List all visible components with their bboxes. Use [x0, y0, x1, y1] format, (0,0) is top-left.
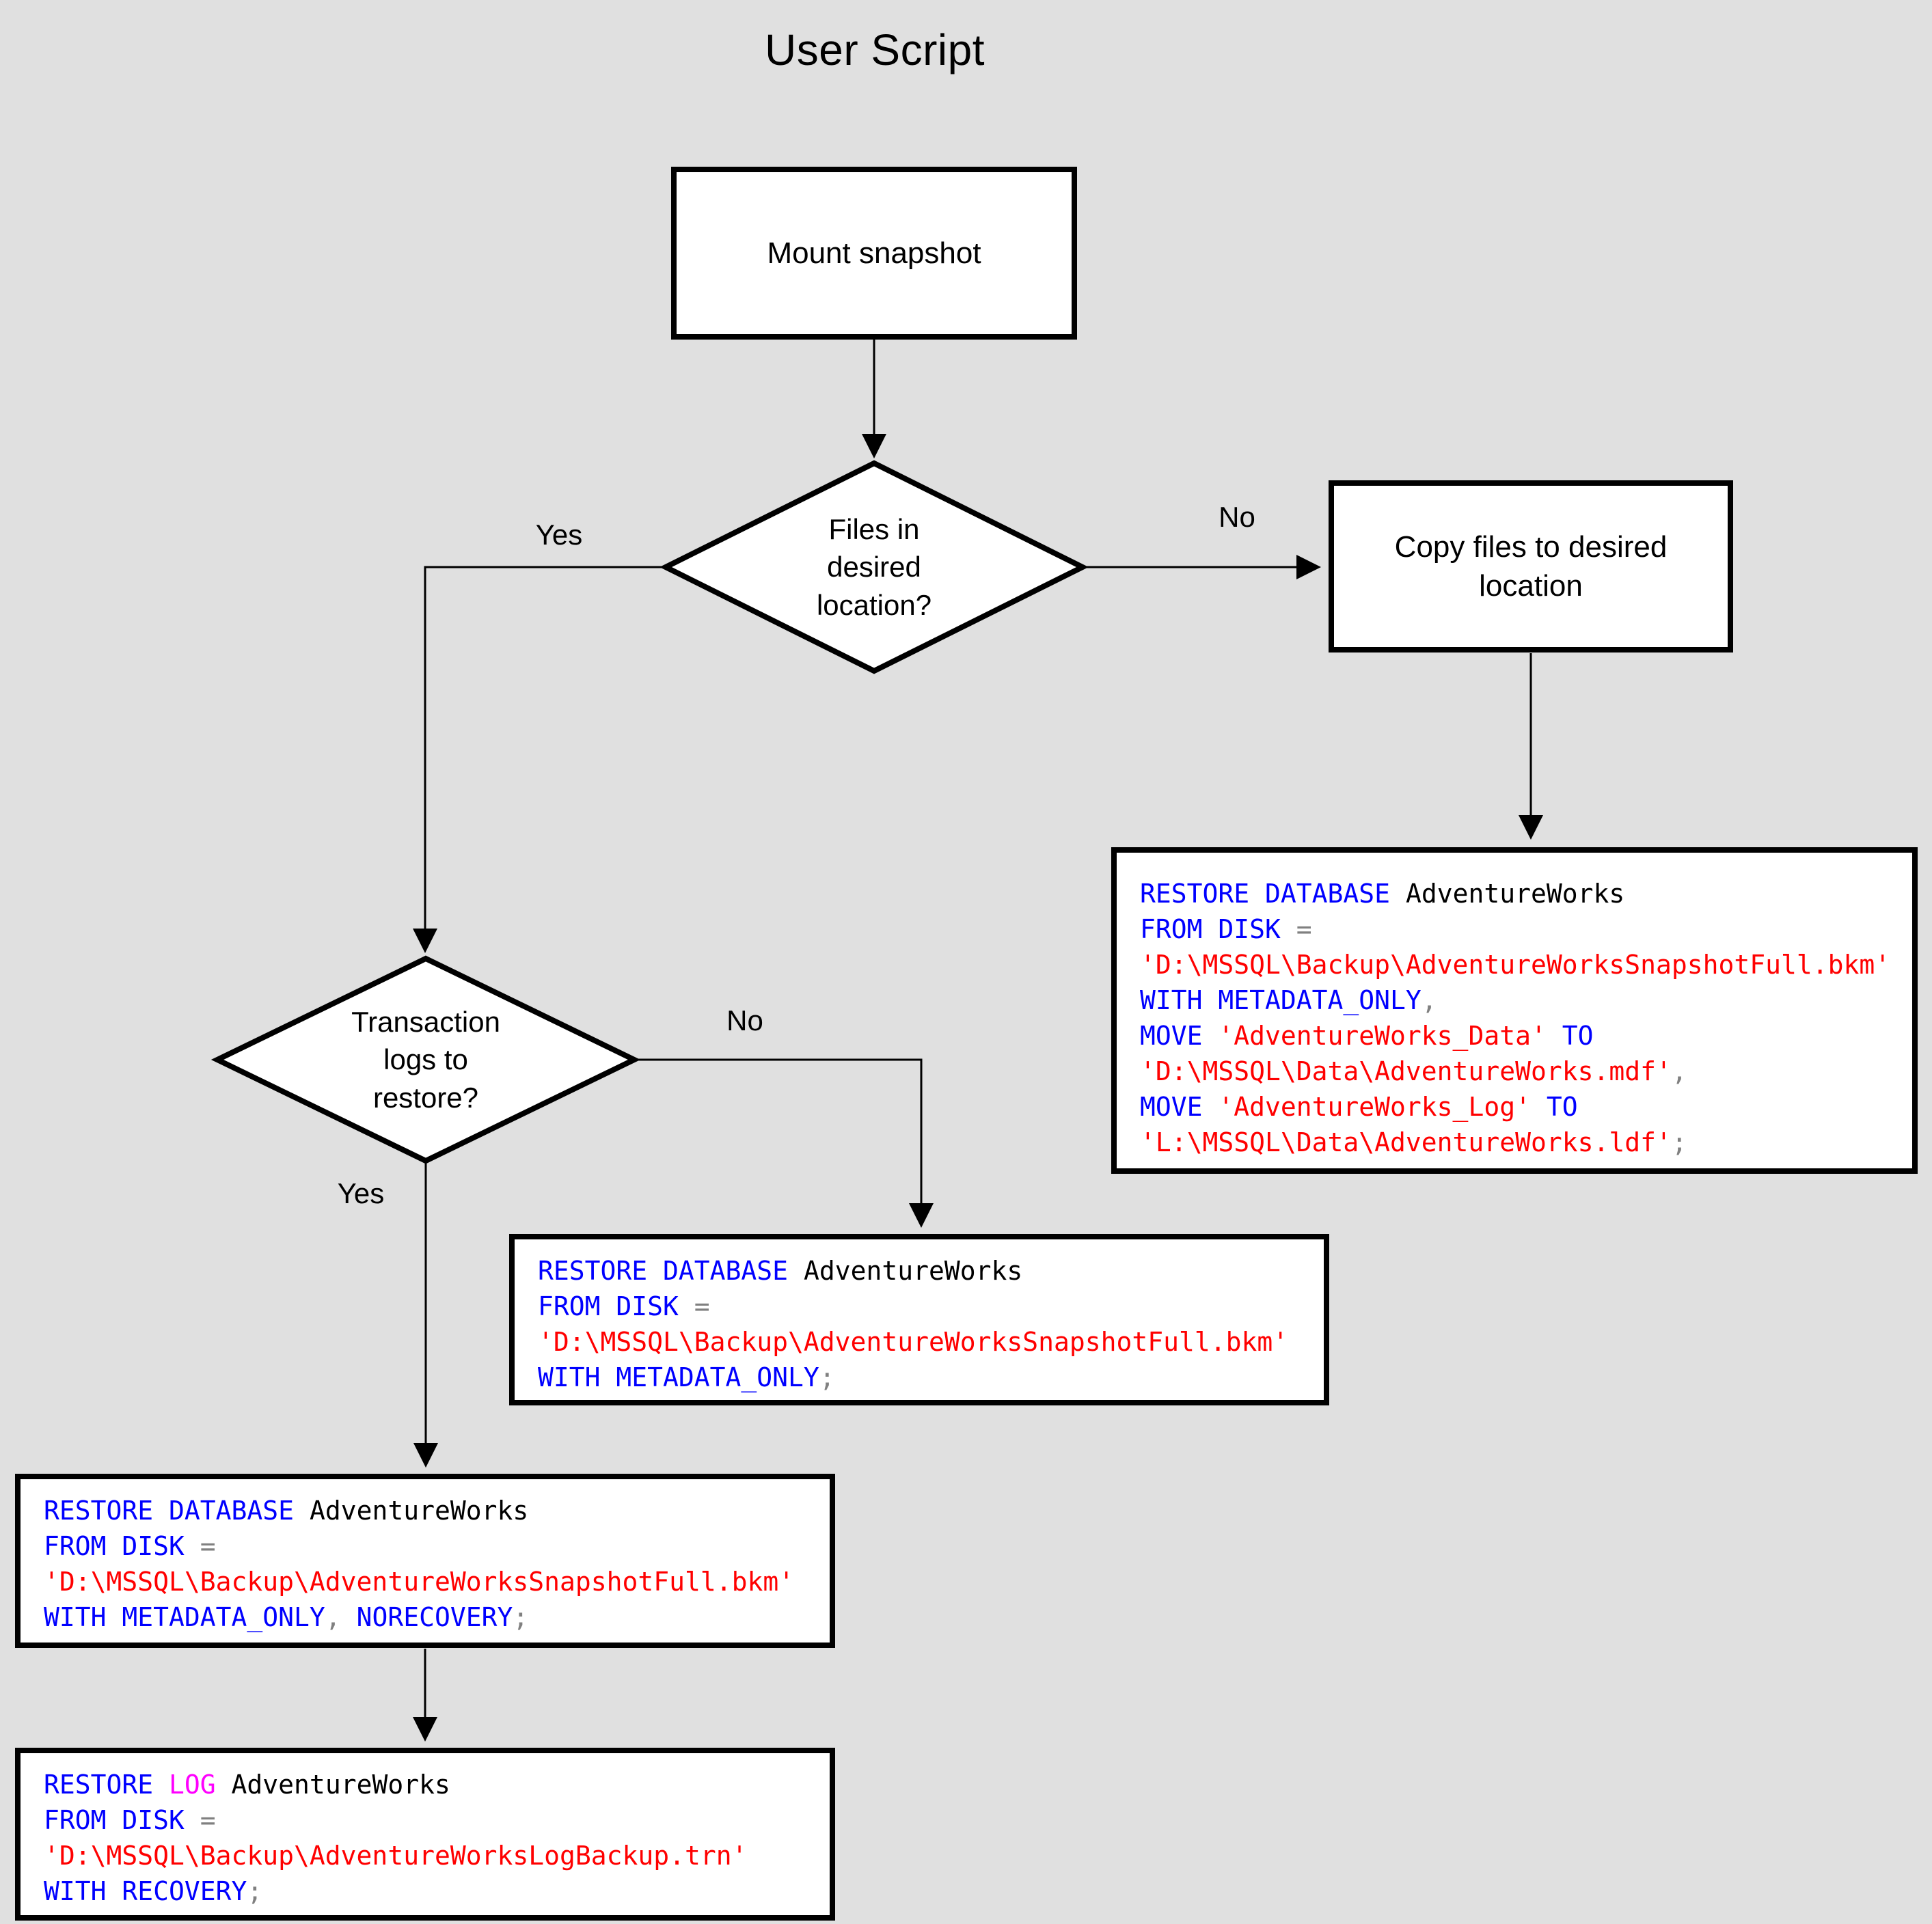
code-token-keyword: TO [1530, 1092, 1578, 1122]
code-token-keyword: WITH RECOVERY [44, 1876, 247, 1906]
edge-label-files-yes: Yes [535, 519, 583, 551]
code-token-keyword: MOVE [1140, 1092, 1219, 1122]
code-line: WITH METADATA_ONLY; [538, 1360, 1324, 1395]
node-copy-files-line2: location [1479, 569, 1583, 603]
page-title: User Script [765, 25, 985, 74]
code-token-keyword: FROM DISK [538, 1291, 694, 1321]
code-token-operator: = [694, 1291, 710, 1321]
code-token-identifier: AdventureWorks [231, 1770, 450, 1800]
code-token-operator: ; [819, 1362, 835, 1392]
code-token-string: 'AdventureWorks_Data' [1218, 1021, 1547, 1051]
decision-files-line3: location? [816, 588, 932, 621]
node-copy-files: Copy files to desired location [1329, 480, 1733, 652]
code-token-keyword: RESTORE DATABASE [44, 1496, 310, 1526]
code-token-operator: , [1421, 985, 1437, 1015]
decision-logs-line2: logs to [383, 1043, 468, 1076]
edge-logs-no [634, 1058, 934, 1228]
code-token-identifier: AdventureWorks [1405, 879, 1625, 909]
decision-logs-line1: Transaction [351, 1005, 500, 1038]
code-token-operator: = [200, 1531, 216, 1561]
code-line: FROM DISK = [1140, 911, 1912, 947]
code-token-keyword: WITH METADATA_ONLY [1140, 985, 1421, 1015]
decision-files-location-label: Files in desired location? [737, 504, 1011, 630]
decision-logs-line3: restore? [372, 1081, 479, 1114]
code-token-keyword: RESTORE DATABASE [538, 1256, 804, 1286]
code-token-keyword: FROM DISK [44, 1805, 200, 1835]
code-line: RESTORE DATABASE AdventureWorks [44, 1493, 830, 1528]
code-token-string: 'D:\MSSQL\Backup\AdventureWorksSnapshotF… [1140, 950, 1891, 980]
code-line: 'D:\MSSQL\Backup\AdventureWorksSnapshotF… [538, 1324, 1324, 1360]
code-line: WITH RECOVERY; [44, 1873, 830, 1909]
code-token-operator: ; [513, 1602, 529, 1632]
decision-transaction-logs-shape [210, 955, 641, 1164]
code-token-keyword: FROM DISK [1140, 914, 1296, 944]
code-line: FROM DISK = [538, 1289, 1324, 1324]
code-line: RESTORE LOG AdventureWorks [44, 1767, 830, 1802]
edge-label-files-no: No [1219, 501, 1255, 533]
code-token-string: 'D:\MSSQL\Backup\AdventureWorksSnapshotF… [538, 1327, 1289, 1357]
decision-files-location-shape [659, 460, 1089, 674]
node-mount-snapshot: Mount snapshot [671, 167, 1077, 340]
code-line: RESTORE DATABASE AdventureWorks [1140, 876, 1912, 911]
code-token-string: 'L:\MSSQL\Data\AdventureWorks.ldf' [1140, 1127, 1672, 1157]
edge-files-yes [413, 566, 666, 953]
code-token-keyword: FROM DISK [44, 1531, 200, 1561]
edge-label-logs-no: No [726, 1004, 763, 1036]
code-token-string: 'D:\MSSQL\Data\AdventureWorks.mdf' [1140, 1056, 1672, 1086]
code-token-keyword: TO [1546, 1021, 1594, 1051]
code-line: 'L:\MSSQL\Data\AdventureWorks.ldf'; [1140, 1125, 1912, 1160]
code-line: RESTORE DATABASE AdventureWorks [538, 1253, 1324, 1289]
code-line: FROM DISK = [44, 1802, 830, 1838]
code-token-identifier: AdventureWorks [803, 1256, 1023, 1286]
code-token-operator: = [200, 1805, 216, 1835]
code-line: MOVE 'AdventureWorks_Data' TO [1140, 1018, 1912, 1054]
code-token-operator: , [325, 1602, 357, 1632]
code-token-operator: = [1296, 914, 1312, 944]
code-token-keyword: MOVE [1140, 1021, 1219, 1051]
code-line: 'D:\MSSQL\Backup\AdventureWorksSnapshotF… [1140, 947, 1912, 982]
code-token-operator: , [1671, 1056, 1687, 1086]
code-token-string: 'AdventureWorks_Log' [1218, 1092, 1531, 1122]
code-line: WITH METADATA_ONLY, [1140, 982, 1912, 1018]
decision-files-line2: desired [827, 551, 921, 583]
code-token-keyword: WITH METADATA_ONLY [538, 1362, 819, 1392]
code-token-operator: ; [1671, 1127, 1687, 1157]
code-token-keyword: NORECOVERY [356, 1602, 513, 1632]
node-copy-files-line1: Copy files to desired [1394, 530, 1668, 564]
decision-files-line1: Files in [828, 512, 920, 545]
code-token-keyword: RESTORE DATABASE [1140, 879, 1406, 909]
code-line: WITH METADATA_ONLY, NORECOVERY; [44, 1599, 830, 1635]
decision-transaction-logs-label: Transaction logs to restore? [289, 997, 562, 1123]
code-token-operator: ; [247, 1876, 263, 1906]
code-token-string: 'D:\MSSQL\Backup\AdventureWorksLogBackup… [44, 1841, 748, 1871]
code-token-identifier: AdventureWorks [309, 1496, 529, 1526]
code-token-string: 'D:\MSSQL\Backup\AdventureWorksSnapshotF… [44, 1567, 795, 1597]
code-line: MOVE 'AdventureWorks_Log' TO [1140, 1089, 1912, 1125]
code-token-keyword: WITH METADATA_ONLY [44, 1602, 325, 1632]
code-line: FROM DISK = [44, 1528, 830, 1564]
code-line: 'D:\MSSQL\Data\AdventureWorks.mdf', [1140, 1054, 1912, 1089]
edge-label-logs-yes: Yes [337, 1177, 385, 1209]
code-line: 'D:\MSSQL\Backup\AdventureWorksSnapshotF… [44, 1564, 830, 1599]
node-mount-snapshot-label: Mount snapshot [767, 236, 981, 270]
code-line: 'D:\MSSQL\Backup\AdventureWorksLogBackup… [44, 1838, 830, 1873]
code-token-log_keyword: LOG [169, 1770, 232, 1800]
code-token-keyword: RESTORE [44, 1770, 169, 1800]
